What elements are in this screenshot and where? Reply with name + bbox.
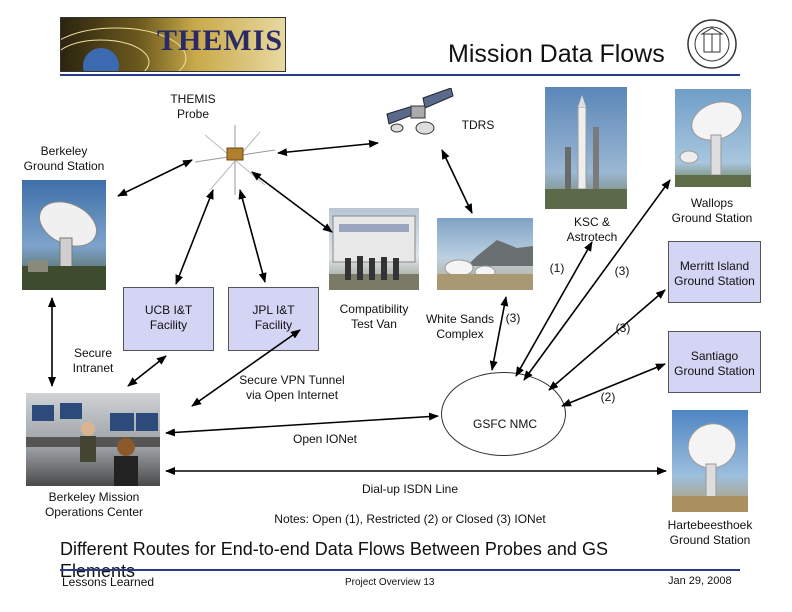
arrow-probe-van [251, 171, 333, 233]
arrow-ucb-moc [127, 355, 167, 387]
footer-center: Project Overview 13 [345, 577, 435, 588]
vpn-tunnel-label: Secure VPN Tunnel via Open Internet [239, 373, 345, 402]
compatibility-van-photo [329, 208, 419, 290]
arrow-probe-berkeley-gs [117, 159, 193, 197]
themis-probe-label: THEMIS Probe [170, 92, 216, 121]
wallops-dish-photo [675, 89, 751, 187]
hartebeesthoek-label: Hartebeesthoek Ground Station [667, 518, 753, 547]
arrow-vpn-moc [191, 329, 301, 407]
route-tag-ksc-3: (3) [614, 264, 630, 278]
berkeley-ground-station-photo [22, 180, 106, 290]
headline: Different Routes for End-to-end Data Flo… [60, 539, 608, 581]
header-rule [60, 74, 740, 76]
ucb-it-label: UCB I&T Facility [144, 303, 193, 332]
gsfc-nmc-box [441, 372, 566, 456]
tdrs-satellite-icon [383, 87, 455, 138]
berkeley-moc-photo [26, 393, 160, 486]
route-tag-ksc-1: (1) [549, 261, 565, 275]
santiago-label: Santiago Ground Station [674, 349, 755, 378]
themis-logo: THEMIS [60, 17, 286, 72]
route-tag-merritt-3: (3) [615, 321, 631, 335]
university-seal-icon [686, 18, 738, 70]
gsfc-nmc-label: GSFC NMC [473, 417, 537, 431]
page-title: Mission Data Flows [448, 40, 665, 68]
route-tag-santiago-2: (2) [600, 390, 616, 404]
route-tag-whitesands: (3) [505, 311, 521, 325]
merritt-label: Merritt Island Ground Station [674, 259, 755, 288]
arrow-merritt-gsfc [548, 289, 666, 391]
arrow-tdrs-whitesands [441, 149, 473, 214]
footer-right: Jan 29, 2008 [668, 575, 732, 587]
berkeley-moc-label: Berkeley Mission Operations Center [44, 490, 144, 519]
notes-text: Notes: Open (1), Restricted (2) or Close… [274, 512, 546, 526]
compat-van-label: Compatibility Test Van [339, 302, 409, 331]
arrow-probe-tdrs [277, 139, 379, 157]
arrow-wallops-gsfc [523, 179, 671, 381]
berkeley-gs-label: Berkeley Ground Station [23, 144, 105, 173]
arrow-santiago-gsfc [561, 363, 666, 407]
arrow-probe-jpl [238, 189, 267, 283]
dialup-isdn-label: Dial-up ISDN Line [361, 482, 459, 496]
arrow-moc-gsfc [165, 412, 439, 437]
arrow-whitesands-gsfc [489, 296, 509, 371]
jpl-it-label: JPL I&T Facility [252, 303, 295, 332]
hartebeesthoek-dish-photo [672, 410, 748, 512]
footer-rule [60, 569, 740, 571]
tdrs-label: TDRS [461, 118, 495, 132]
merritt-island-box [668, 241, 761, 303]
white-sands-label: White Sands Complex [425, 312, 495, 341]
logo-text: THEMIS [157, 24, 284, 57]
secure-intranet-label: Secure Intranet [72, 346, 114, 375]
footer-left: Lessons Learned [62, 575, 155, 589]
arrow-probe-ucb [175, 189, 214, 285]
wallops-label: Wallops Ground Station [671, 196, 753, 225]
open-ionet-label: Open IONet [292, 432, 358, 446]
logo-orbit-graphic [61, 27, 187, 71]
ksc-label: KSC & Astrotech [566, 215, 618, 244]
